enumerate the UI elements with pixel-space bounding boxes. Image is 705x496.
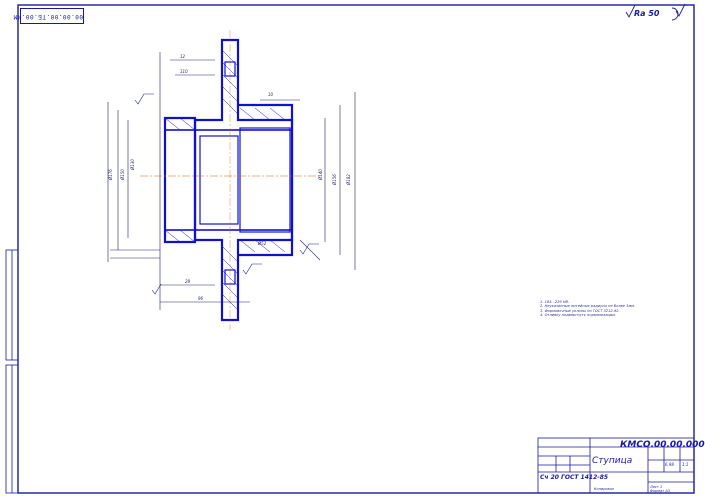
svg-text:10: 10 xyxy=(268,92,274,97)
svg-text:Ø176: Ø176 xyxy=(108,169,113,181)
svg-text:110: 110 xyxy=(180,69,188,74)
svg-text:12: 12 xyxy=(180,54,186,59)
title-block xyxy=(537,437,695,494)
title-block-part-name: Ступица xyxy=(592,456,633,466)
note-item: 3. Формовочные уклоны по ГОСТ 3212-92. xyxy=(540,308,620,313)
note-item: 4. Отливку подвергнуть нормализации. xyxy=(540,313,616,318)
left-binding-strip xyxy=(5,249,19,494)
roughness-other: Ra 50 xyxy=(634,9,660,18)
note-item: 1. 183...229 НВ. xyxy=(540,300,570,304)
title-block-code: КМСО.00.00.000 xyxy=(620,440,705,450)
svg-text:96: 96 xyxy=(198,296,204,301)
drawing-frame xyxy=(17,4,695,494)
technical-notes: 1. 183...229 НВ. 2. Неуказанные литейные… xyxy=(540,300,686,318)
svg-text:Ø182: Ø182 xyxy=(346,174,351,186)
roughness-symbol-icon xyxy=(625,3,686,21)
title-block-scale: 1:1 xyxy=(682,462,689,467)
note-item: 2. Неуказанные литейные радиусы не более… xyxy=(540,304,636,309)
title-block-sheet: Лист 1 xyxy=(650,485,663,489)
title-block-mass: 6,98 xyxy=(665,462,674,467)
svg-text:Ø156: Ø156 xyxy=(332,174,337,186)
title-block-format: Формат А3 xyxy=(650,489,670,493)
svg-text:Ø130: Ø130 xyxy=(130,159,135,171)
svg-text:Ø140: Ø140 xyxy=(318,169,323,181)
svg-text:Ø150: Ø150 xyxy=(120,169,125,181)
title-block-material: Сч 20 ГОСТ 1412-85 xyxy=(540,474,609,481)
svg-text:28: 28 xyxy=(185,279,191,284)
svg-text:Ø52: Ø52 xyxy=(257,241,267,246)
hub-section-drawing: Ø176 Ø150 Ø130 Ø182 Ø156 Ø140 12 110 96 … xyxy=(107,30,356,330)
doc-code-stamp: 00.00.00.TБ.00.ИМ xyxy=(13,8,84,24)
title-block-copied: Копировал xyxy=(594,487,614,491)
